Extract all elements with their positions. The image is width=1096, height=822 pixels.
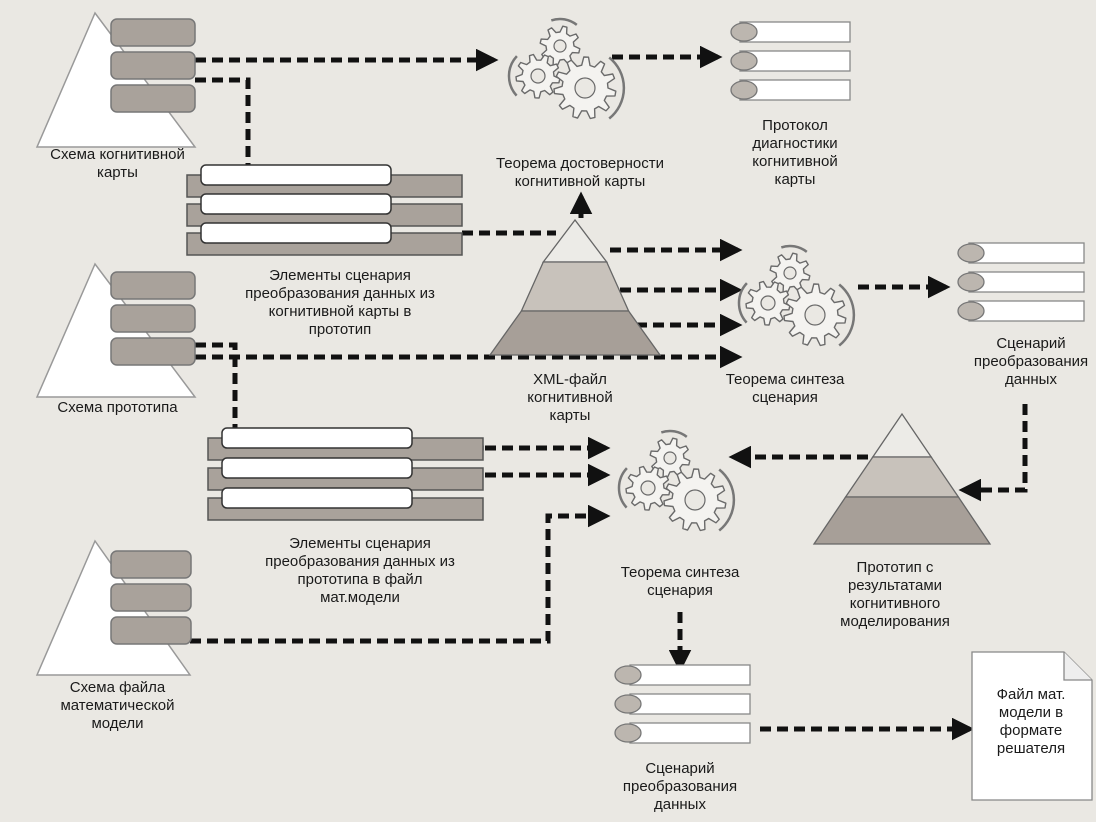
prototype-results-pyramid-icon	[812, 412, 992, 545]
synthesis-theorem-2-label: Теорема синтеза сценария	[620, 564, 740, 599]
prototype-schema-icon	[35, 262, 197, 398]
synthesis-theorem-2-gears-icon	[617, 429, 736, 532]
prototype-results-label: Прототип с результатами когнитивного мод…	[840, 559, 950, 630]
elements-prototype-to-model-label: Элементы сценария преобразования данных …	[265, 535, 455, 606]
prototype-schema-label: Схема прототипа	[57, 399, 178, 416]
xml-file-label: XML-файл когнитивной карты	[527, 371, 613, 424]
math-model-schema-icon	[35, 539, 192, 676]
math-model-schema-label: Схема файла математической модели	[60, 679, 175, 732]
connectors	[190, 45, 1028, 741]
connector-prototype-to-elements2	[195, 342, 238, 430]
synthesis-theorem-1-label: Теорема синтеза сценария	[725, 371, 845, 406]
connector-map-to-elements	[195, 77, 251, 165]
model-file-label: Файл мат. модели в формате решателя	[996, 686, 1066, 757]
xml-pyramid-icon	[488, 218, 662, 356]
arrow-model-schema-to-synth2	[190, 504, 611, 644]
reliability-theorem-label: Теорема достоверности когнитивной карты	[495, 155, 664, 190]
scenario-list-icon-1	[957, 242, 1085, 322]
reliability-theorem-gears-icon	[507, 17, 626, 120]
scenario-2-label: Сценарий преобразования данных	[622, 760, 738, 813]
scenario-list-icon-2	[614, 664, 751, 744]
elements-map-to-prototype-label: Элементы сценария преобразования данных …	[245, 267, 435, 338]
cognitive-map-schema-icon	[35, 11, 197, 148]
protocol-list-icon	[730, 21, 851, 101]
cognitive-map-schema-label: Схема когнитивной карты	[50, 146, 185, 181]
scenario-1-label: Сценарий преобразования данных	[973, 335, 1089, 388]
diagnostics-protocol-label: Протокол диагностики когнитивной карты	[752, 117, 838, 188]
elements-stack-prototype-to-model	[207, 427, 484, 521]
model-file-document-icon	[971, 651, 1093, 801]
elements-stack-map-to-prototype	[186, 164, 463, 256]
synthesis-theorem-1-gears-icon	[737, 244, 856, 347]
arrow-scenario1-to-prototype-results	[958, 404, 1028, 502]
